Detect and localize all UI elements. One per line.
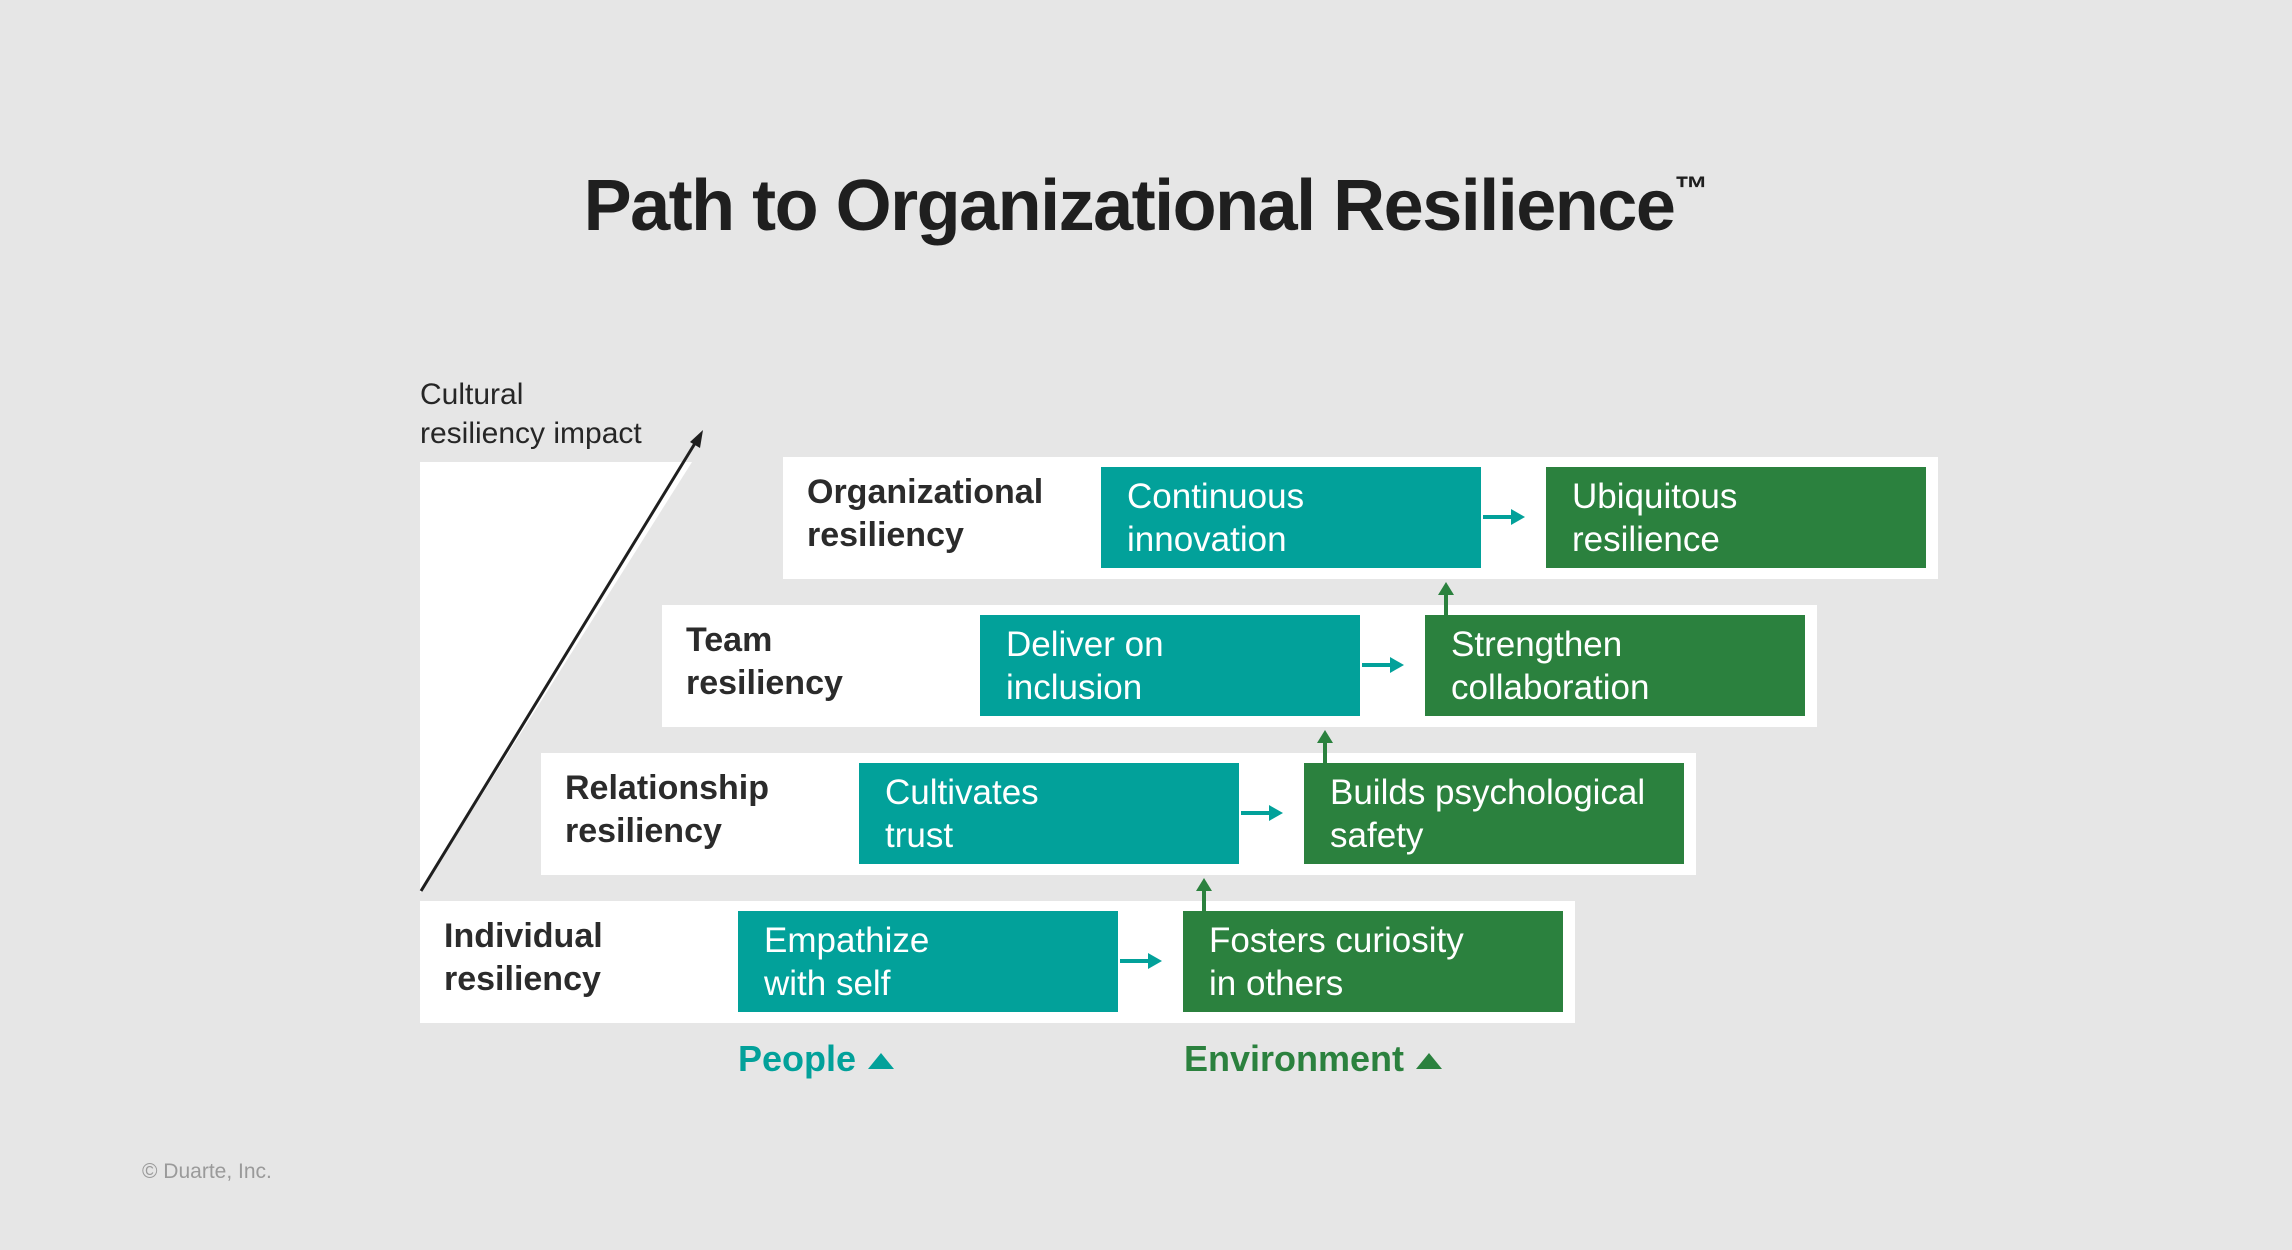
arrow-right-icon [1120, 953, 1162, 969]
triangle-up-icon [1416, 1053, 1443, 1070]
arrow-up-icon [1317, 730, 1333, 764]
trademark: ™ [1674, 170, 1709, 208]
triangle-up-icon [868, 1053, 895, 1070]
arrow-right-icon [1362, 657, 1404, 673]
page-title: Path to Organizational Resilience™ [583, 166, 1709, 246]
people-column-label: People [738, 1038, 895, 1080]
axis-label: Cultural resiliency impact [420, 378, 642, 450]
arrow-right-icon [1241, 805, 1283, 821]
arrow-up-icon [1196, 878, 1212, 912]
environment-column-label: Environment [1184, 1038, 1443, 1080]
arrow-right-icon [1483, 509, 1525, 525]
axis-arrowhead [690, 430, 703, 448]
arrow-up-icon [1438, 582, 1454, 616]
copyright: © Duarte, Inc. [142, 1160, 272, 1183]
